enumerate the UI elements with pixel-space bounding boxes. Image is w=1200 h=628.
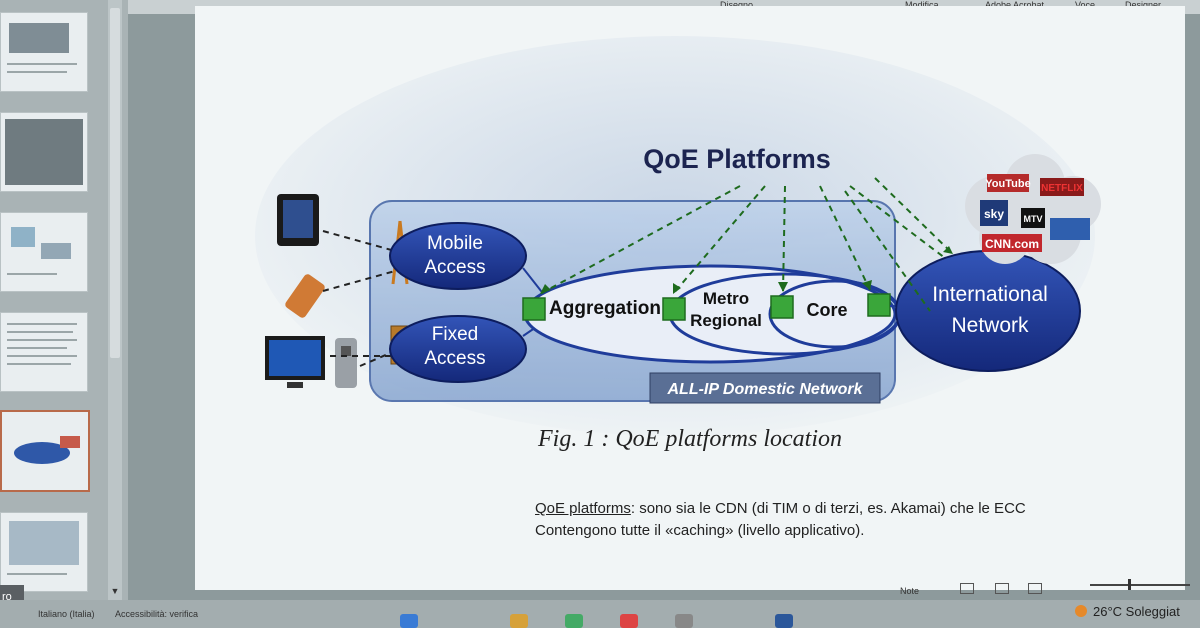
slide-thumbnail-selected[interactable] [0,410,90,492]
slide-thumbnail[interactable] [0,12,88,92]
weather-widget[interactable]: 26°C Soleggiat [1075,604,1180,619]
qoe-platforms-term: QoE platforms [535,500,631,517]
international-network-oval [895,250,1081,372]
reading-view-icon[interactable] [1028,583,1042,594]
notes-button[interactable]: Note [900,586,920,596]
slide-body-line-1-rest: : sono sia le CDN (di TIM o di terzi, es… [630,500,1026,517]
international-label-1: International [932,283,1048,306]
phone-icon [335,338,357,388]
slide-thumbnail[interactable] [0,512,88,592]
accessibility-status[interactable]: Accessibilità: verifica [115,609,199,619]
usb-modem-icon [285,274,325,318]
ribbon-tab-voice[interactable]: Voce [1075,0,1096,10]
taskbar [380,614,800,628]
ribbon-tab-edit[interactable]: Modifica [905,0,939,10]
tablet-icon [277,194,319,246]
qoe-platforms-title: QoE Platforms [643,144,831,174]
word-icon[interactable] [775,614,793,628]
figure-caption: Fig. 1 : QoE platforms location [537,426,842,452]
mobile-access-label-2: Access [424,257,485,278]
status-bar: Italiano (Italia) Accessibilità: verific… [0,586,1200,628]
monitor-icon [265,336,325,388]
folder-icon[interactable] [510,614,528,628]
content-providers-cloud: YouTube NETFLIX sky MTV CNN.com [965,154,1101,264]
qoe-arrows [539,177,954,312]
weather-text: 26°C Soleggiat [1093,604,1180,619]
explorer-icon[interactable] [400,614,418,628]
mobile-access-label-1: Mobile [427,233,483,254]
all-ip-label: ALL-IP Domestic Network [667,381,864,398]
logo-sky: sky [984,207,1004,221]
international-label-2: Network [951,314,1029,337]
metro-label-2: Regional [690,311,762,330]
zoom-slider-knob[interactable] [1128,579,1131,590]
ribbon-tab-adobe-acrobat[interactable]: Adobe Acrobat [985,0,1045,10]
core-label: Core [806,300,847,320]
fixed-access-oval [389,315,527,383]
slide-body-line-1: QoE platforms: sono sia le CDN (di TIM o… [535,498,1026,520]
aggregation-label: Aggregation [549,298,661,319]
app-icon[interactable] [675,614,693,628]
all-ip-label-box [649,372,881,404]
device-links [322,230,396,367]
zoom-slider[interactable] [1090,584,1190,586]
slide-thumbnail-pane: ro [0,0,128,609]
fixed-access-label-2: Access [424,348,485,369]
slide-canvas[interactable]: Mobile Access Fixed Access Aggregation M… [195,6,1185,590]
thumbnail-scrollbar-thumb[interactable] [110,8,120,358]
ribbon-tab-draw[interactable]: Disegno [720,0,754,10]
logo-cnn: CNN.com [985,237,1039,251]
chrome-icon[interactable] [620,614,638,628]
qoe-diagram: Mobile Access Fixed Access Aggregation M… [255,36,1101,452]
logo-youtube: YouTube [985,178,1030,190]
fixed-access-label-1: Fixed [432,324,478,345]
logo-mtv: MTV [1024,214,1043,224]
language-status[interactable]: Italiano (Italia) [38,609,95,619]
slide-body-text: QoE platforms: sono sia le CDN (di TIM o… [535,498,1026,542]
slide-thumbnail[interactable] [0,312,88,392]
scroll-down-arrow-icon[interactable]: ▼ [110,586,120,596]
slide-thumbnail[interactable] [0,212,88,292]
slide-sorter-icon[interactable] [995,583,1009,594]
sun-icon [1075,605,1087,617]
metro-label-1: Metro [703,289,749,308]
logo-netflix: NETFLIX [1041,183,1083,194]
slide-body-line-2: Contengono tutte il «caching» (livello a… [535,522,865,539]
mobile-access-oval [389,222,527,290]
slide-thumbnail[interactable] [0,112,88,192]
normal-view-icon[interactable] [960,583,974,594]
ribbon-tab-designer[interactable]: Designer [1125,0,1162,10]
app-icon[interactable] [565,614,583,628]
